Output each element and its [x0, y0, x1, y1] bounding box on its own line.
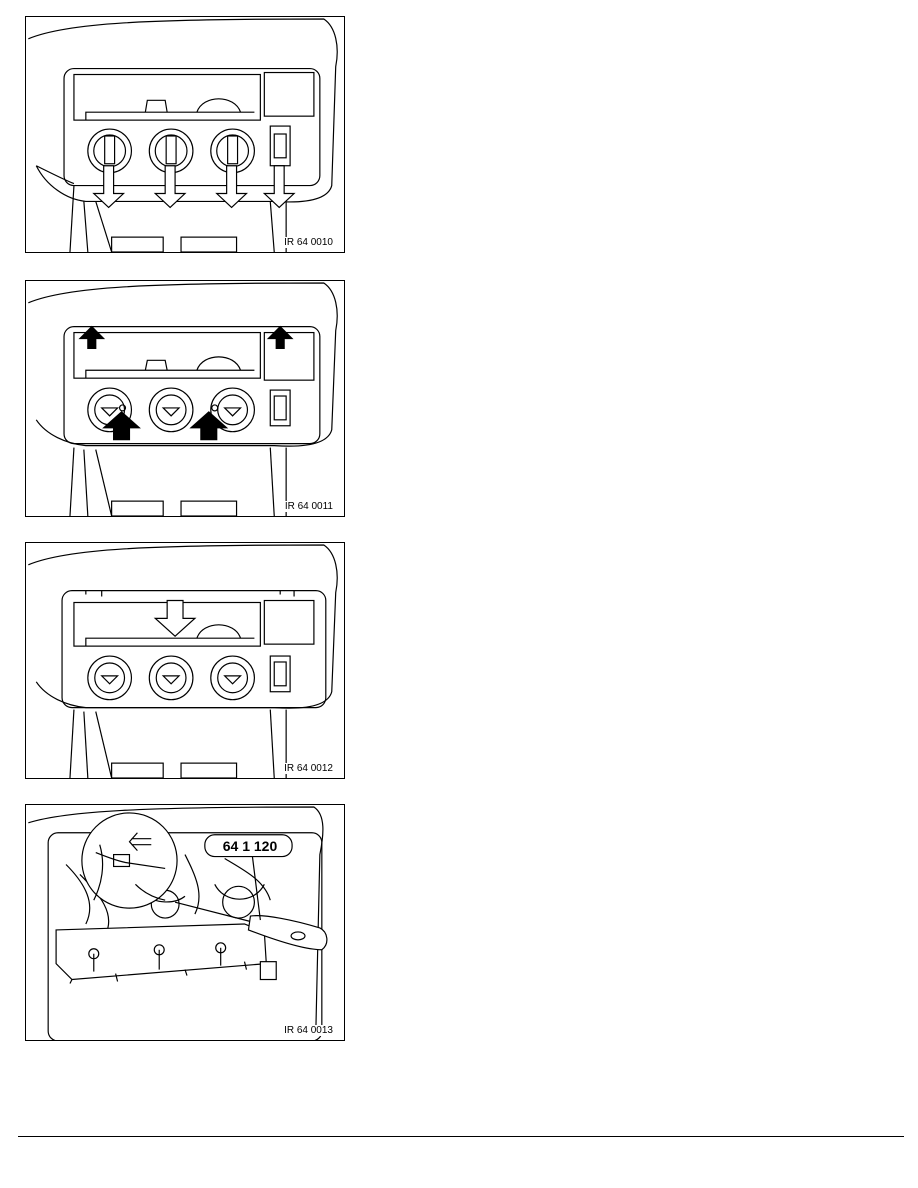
figure-4-drawing [28, 806, 328, 1040]
figure-1-drawing [28, 18, 338, 252]
figure-2-drawing [28, 282, 338, 516]
tool-number-callout: 64 1 120 [222, 838, 278, 854]
figure-3-label: IR 64 0012 [283, 763, 334, 774]
figure-1-label: IR 64 0010 [283, 237, 334, 248]
figure-2: IR 64 0011 [25, 280, 345, 517]
figure-2-label: IR 64 0011 [283, 501, 334, 512]
figure-1: IR 64 0010 [25, 16, 345, 253]
figure-4-label: IR 64 0013 [283, 1025, 334, 1036]
figure-3: IR 64 0012 [25, 542, 345, 779]
footer-rule [18, 1136, 904, 1137]
figure-3-drawing [28, 544, 338, 778]
figure-4: 64 1 120 IR 64 0013 [25, 804, 345, 1041]
